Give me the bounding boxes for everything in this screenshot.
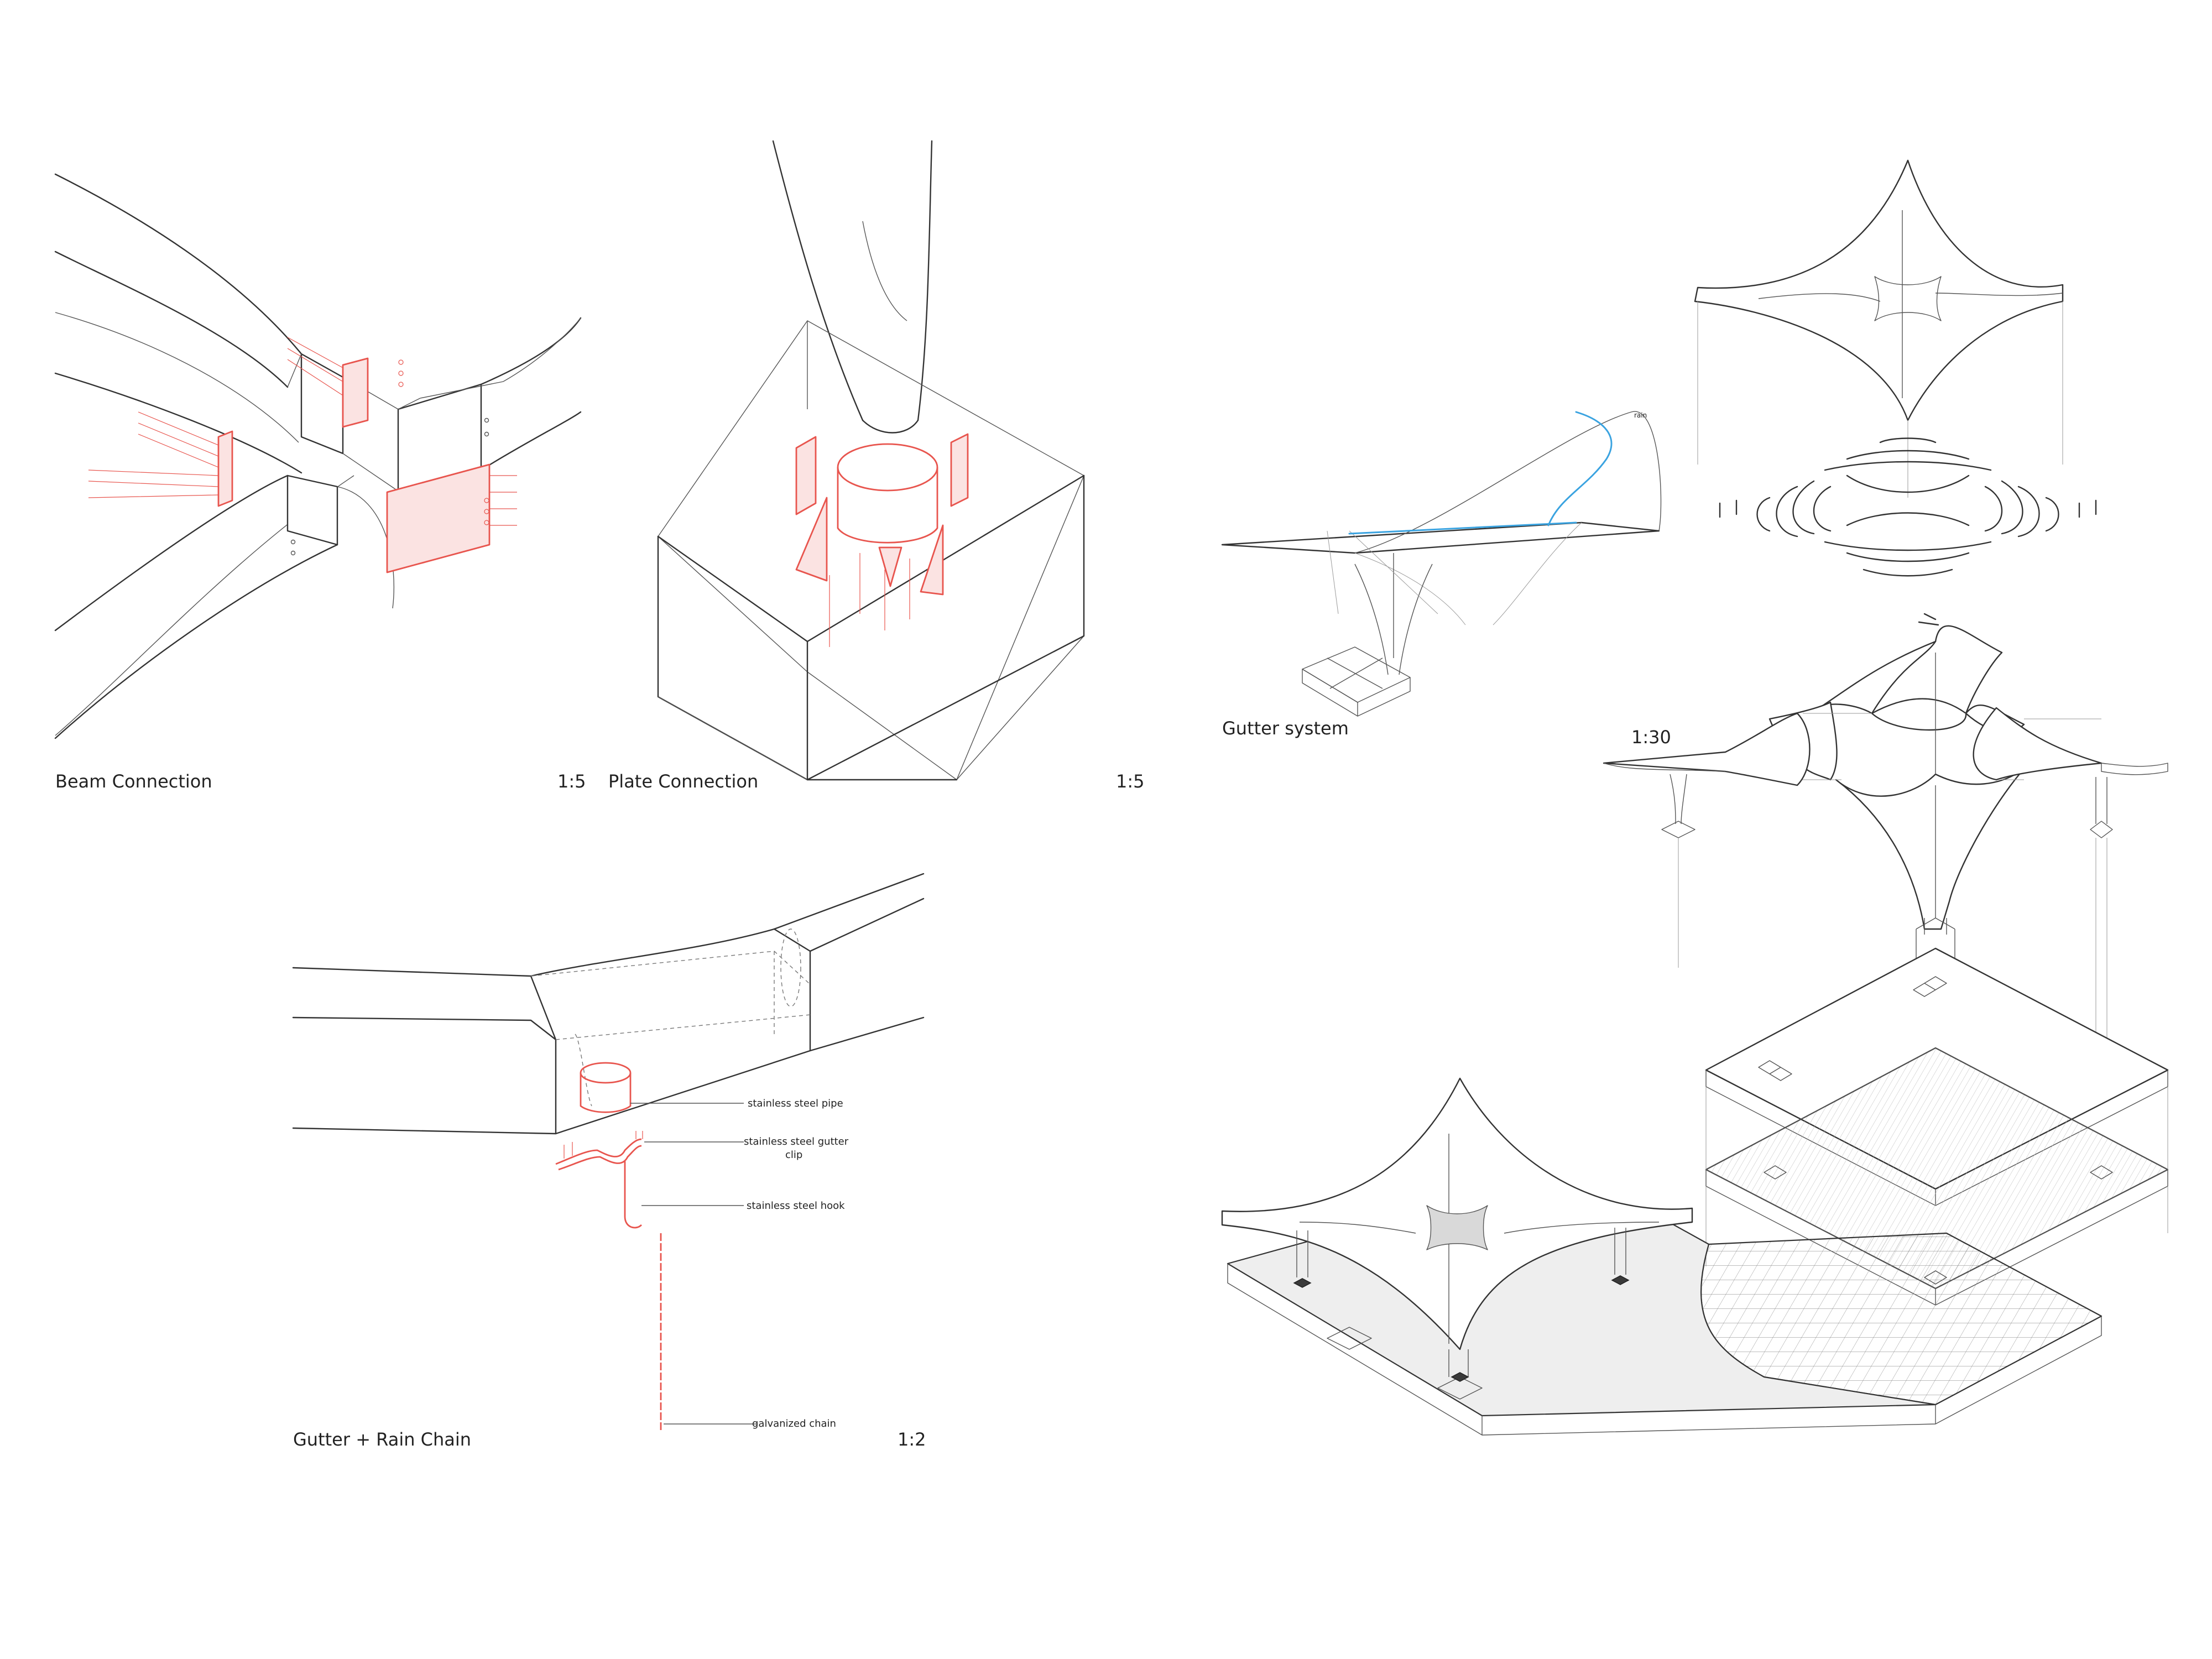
exploded-scale-label: 1:30 (1631, 727, 1671, 748)
gutter-rain-chain-scale: 1:2 (898, 1429, 926, 1450)
beam-connection-detail: Beam Connection 1:5 (54, 173, 586, 792)
central-canopy-unit (1768, 625, 2103, 935)
callout-stainless-steel-pipe: stainless steel pipe (748, 1098, 843, 1109)
callout-stainless-steel-hook: stainless steel hook (747, 1200, 845, 1212)
rain-label: rain (1634, 411, 1647, 419)
plate-connection-drawing (657, 140, 1085, 781)
ground-canopy (1221, 1077, 1693, 1382)
plate-steel-brackets (795, 433, 969, 596)
callout-gutter-clip-line2: clip (785, 1149, 802, 1161)
gutter-rain-chain-detail: stainless steel pipe stainless steel gut… (292, 873, 926, 1450)
roof-membrane (1694, 159, 2064, 498)
gutter-system-canopy: rain (1221, 411, 1662, 717)
gutter-beam-drawing (292, 873, 925, 1135)
gutter-rain-chain-title: Gutter + Rain Chain (293, 1429, 471, 1450)
callout-gutter-clip-line1: stainless steel gutter (744, 1136, 849, 1147)
beam-connection-drawing (54, 173, 582, 739)
beam-connection-title: Beam Connection (55, 771, 212, 792)
plate-connection-detail: Plate Connection 1:5 (608, 140, 1145, 792)
beam-bolt-holes (290, 359, 489, 556)
beam-connection-scale: 1:5 (557, 771, 586, 792)
plate-anchor-bolts (829, 553, 910, 647)
gutter-clip-hook-chain (555, 1131, 662, 1432)
beam-steel-plates (88, 337, 517, 573)
exploded-axonometric: 1:30 (1221, 159, 2169, 1436)
gutter-system-title: Gutter system (1222, 718, 1349, 739)
plate-connection-title: Plate Connection (608, 771, 758, 792)
plate-connection-scale: 1:5 (1116, 771, 1145, 792)
roof-slat-ribs (1719, 437, 2097, 626)
side-canopy-1-30 (1603, 712, 2168, 1051)
gutter-system-diagram: rain Gutter system (1221, 411, 1662, 739)
gutter-callouts: stainless steel pipe stainless steel gut… (630, 1098, 849, 1430)
callout-galvanized-chain: galvanized chain (752, 1418, 836, 1430)
